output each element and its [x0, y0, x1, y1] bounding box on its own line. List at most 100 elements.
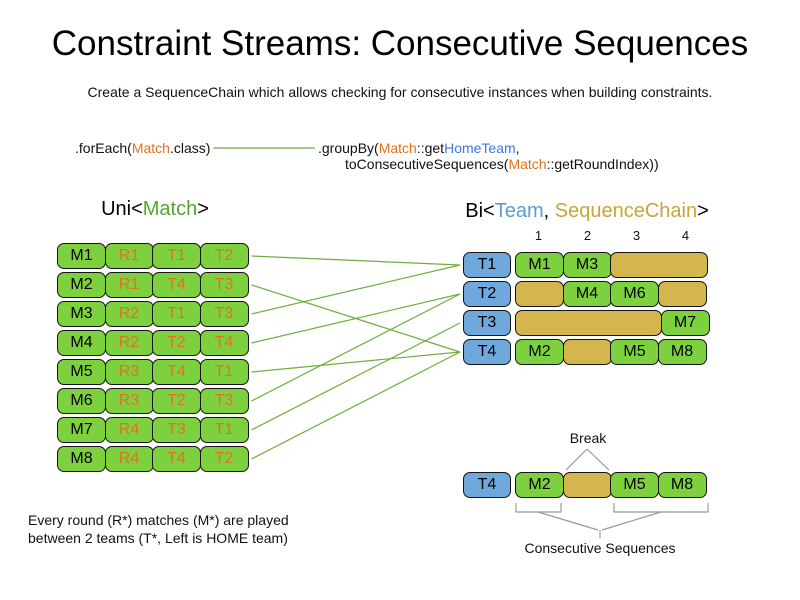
- uni-row-3: M4 R2 T2 T4: [57, 330, 249, 356]
- bi-row-1: T2 M4 M6: [463, 281, 710, 307]
- groupby-line1: .groupBy(Match::getHomeTeam,: [318, 140, 659, 156]
- round-cell: R3: [104, 388, 154, 414]
- code-match-class: Match: [378, 140, 417, 156]
- consecutive-sequences-label: Consecutive Sequences: [524, 540, 676, 556]
- groupby-line2: toConsecutiveSequences(Match::getRoundIn…: [318, 156, 659, 172]
- match-cell: M6: [57, 388, 106, 414]
- away-team-cell: T3: [199, 388, 249, 414]
- bi-team-1: T2: [463, 281, 511, 307]
- sequence-gap: [562, 339, 612, 365]
- sequence-gap: [657, 281, 707, 307]
- sequence-match-cell: M2: [515, 472, 564, 498]
- label-text: >: [197, 198, 209, 220]
- away-team-cell: T3: [199, 272, 249, 298]
- round-cell: R4: [104, 417, 154, 443]
- bi-label-team: Team: [494, 200, 544, 222]
- foreach-code: .forEach(Match.class): [75, 140, 210, 156]
- label-text: ,: [543, 200, 555, 222]
- round-cell: R1: [104, 272, 154, 298]
- sequence-match-cell: M5: [610, 472, 659, 498]
- code-text: .class): [169, 140, 211, 156]
- column-header: 4: [681, 228, 690, 243]
- match-cell: M8: [57, 446, 106, 472]
- code-text: ::getRoundIndex)): [546, 156, 659, 172]
- break-bracket: [565, 448, 610, 471]
- detail-row: T4 M2 M5 M8: [463, 472, 707, 498]
- column-header: 3: [632, 228, 641, 243]
- uni-label-type: Match: [142, 198, 198, 220]
- match-cell: M3: [57, 301, 106, 327]
- sequence-match-cell: M8: [657, 472, 707, 498]
- sequence-match-cell: M5: [610, 339, 659, 365]
- sequence-bracket-left: [515, 503, 562, 513]
- code-text: ,: [515, 140, 520, 156]
- detail-team-cell: T4: [463, 472, 511, 498]
- uni-row-6: M7 R4 T3 T1: [57, 417, 249, 443]
- home-team-cell: T1: [152, 243, 201, 269]
- match-cell: M7: [57, 417, 106, 443]
- bi-row-0: T1 M1 M3: [463, 252, 710, 278]
- away-team-cell: T1: [199, 417, 249, 443]
- round-cell: R4: [104, 446, 154, 472]
- bi-team-3: T4: [463, 339, 511, 365]
- bi-row-2: T3 M7: [463, 310, 710, 336]
- uni-row-2: M3 R2 T1 T3: [57, 301, 249, 327]
- code-text: toConsecutiveSequences(: [345, 156, 509, 172]
- sequence-bracket-joiner: [537, 511, 662, 538]
- page-title: Constraint Streams: Consecutive Sequence…: [51, 24, 749, 63]
- away-team-cell: T3: [199, 301, 249, 327]
- column-header: 1: [534, 228, 543, 243]
- sequence-bracket-right: [613, 503, 709, 513]
- uni-match-table: M1 R1 T1 T2 M2 R1 T4 T3 M3 R2 T1 T3 M4 R…: [57, 243, 249, 472]
- match-cell: M2: [57, 272, 106, 298]
- uni-row-7: M8 R4 T4 T2: [57, 446, 249, 472]
- label-text: Bi<: [465, 200, 495, 222]
- home-team-cell: T1: [152, 301, 201, 327]
- uni-stream-label: Uni<Match>: [57, 198, 253, 221]
- home-team-cell: T4: [152, 359, 201, 385]
- sequence-match-cell: M8: [657, 339, 707, 365]
- sequence-gap: [562, 472, 612, 498]
- round-cell: R2: [104, 330, 154, 356]
- away-team-cell: T4: [199, 330, 249, 356]
- break-label: Break: [569, 430, 607, 446]
- sequence-match-cell: M4: [562, 281, 612, 307]
- away-team-cell: T2: [199, 446, 249, 472]
- code-text: .forEach(: [75, 140, 132, 156]
- sequence-match-cell: M3: [562, 252, 612, 278]
- label-text: >: [697, 200, 709, 222]
- away-team-cell: T2: [199, 243, 249, 269]
- home-team-cell: T4: [152, 272, 201, 298]
- code-home-team: HomeTeam: [444, 140, 516, 156]
- bi-team-0: T1: [463, 252, 511, 278]
- sequence-match-cell: M6: [610, 281, 659, 307]
- code-match-class: Match: [131, 140, 170, 156]
- round-column-headers: 1 2 3 4: [514, 228, 710, 243]
- sequence-gap: [610, 252, 708, 278]
- code-text: ::get: [416, 140, 445, 156]
- round-cell: R1: [104, 243, 154, 269]
- code-text: .groupBy(: [318, 140, 379, 156]
- bi-team-2: T3: [463, 310, 511, 336]
- bi-label-chain: SequenceChain: [554, 200, 698, 222]
- subtitle: Create a SequenceChain which allows chec…: [87, 84, 713, 100]
- sequence-match-cell: M7: [660, 310, 710, 336]
- code-match-class: Match: [508, 156, 547, 172]
- bi-row-3: T4 M2 M5 M8: [463, 339, 710, 365]
- match-cell: M4: [57, 330, 106, 356]
- bi-stream-label: Bi<Team, SequenceChain>: [448, 200, 726, 223]
- uni-row-1: M2 R1 T4 T3: [57, 272, 249, 298]
- footnote-line: Every round (R*) matches (M*) are played: [28, 512, 289, 528]
- home-team-cell: T2: [152, 330, 201, 356]
- match-cell: M1: [57, 243, 106, 269]
- footnote: Every round (R*) matches (M*) are played…: [28, 512, 289, 547]
- home-team-cell: T2: [152, 388, 201, 414]
- uni-row-0: M1 R1 T1 T2: [57, 243, 249, 269]
- round-cell: R2: [104, 301, 154, 327]
- uni-row-4: M5 R3 T4 T1: [57, 359, 249, 385]
- sequence-gap: [515, 281, 564, 307]
- footnote-line: between 2 teams (T*, Left is HOME team): [28, 529, 288, 546]
- sequence-match-cell: M1: [515, 252, 564, 278]
- away-team-cell: T1: [199, 359, 249, 385]
